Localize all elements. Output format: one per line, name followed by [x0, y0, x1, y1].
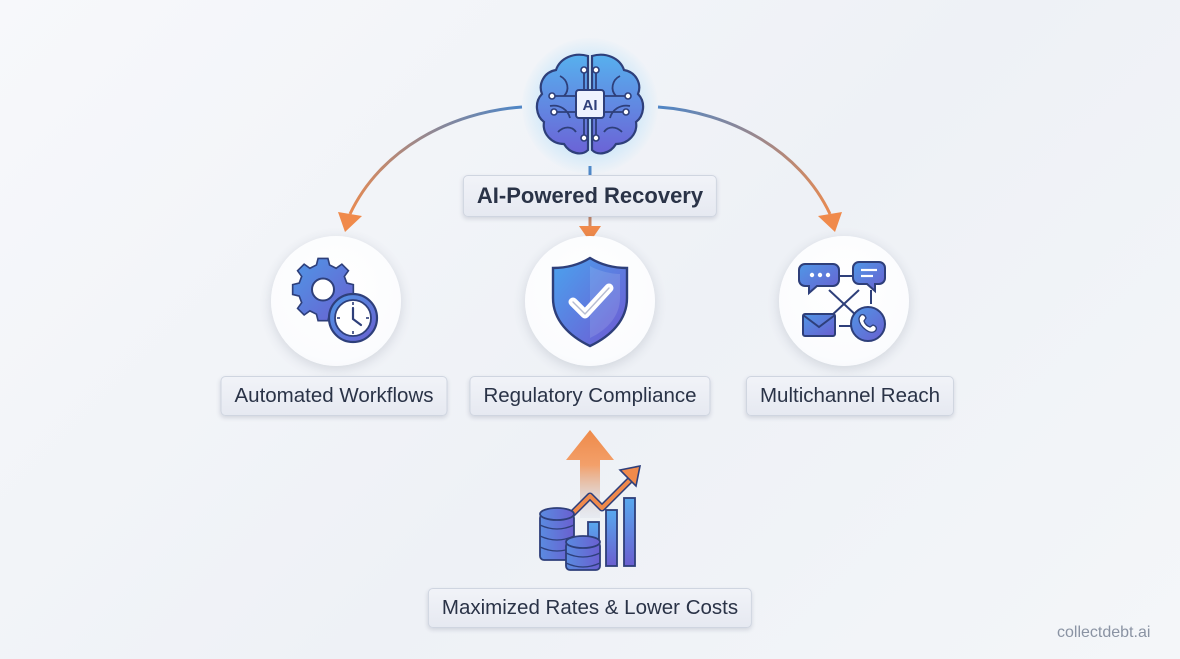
arrowhead-right — [818, 212, 842, 232]
multichannel-reach-node — [779, 236, 909, 366]
arrowhead-down — [579, 226, 601, 242]
arrow-to-multichannel-reach — [657, 105, 832, 215]
regulatory-compliance-label: Regulatory Compliance — [469, 376, 711, 416]
gear-clock-icon — [291, 257, 379, 344]
growth-chart-icon — [539, 430, 642, 571]
ai-chip-text: AI — [583, 97, 598, 114]
arrowhead-left — [338, 212, 362, 232]
arrow-to-automated-workflows — [348, 105, 523, 215]
hub-label: AI-Powered Recovery — [462, 175, 718, 217]
brand-watermark: collectdebt.ai — [1057, 624, 1151, 641]
outcome-label: Maximized Rates & Lower Costs — [427, 588, 753, 628]
multichannel-icon — [798, 261, 886, 342]
brain-icon: AI — [535, 53, 645, 155]
automated-workflows-label: Automated Workflows — [220, 376, 448, 416]
multichannel-reach-label: Multichannel Reach — [745, 376, 955, 416]
automated-workflows-node — [271, 236, 401, 366]
shield-check-icon — [551, 256, 629, 348]
regulatory-compliance-node — [525, 236, 655, 366]
